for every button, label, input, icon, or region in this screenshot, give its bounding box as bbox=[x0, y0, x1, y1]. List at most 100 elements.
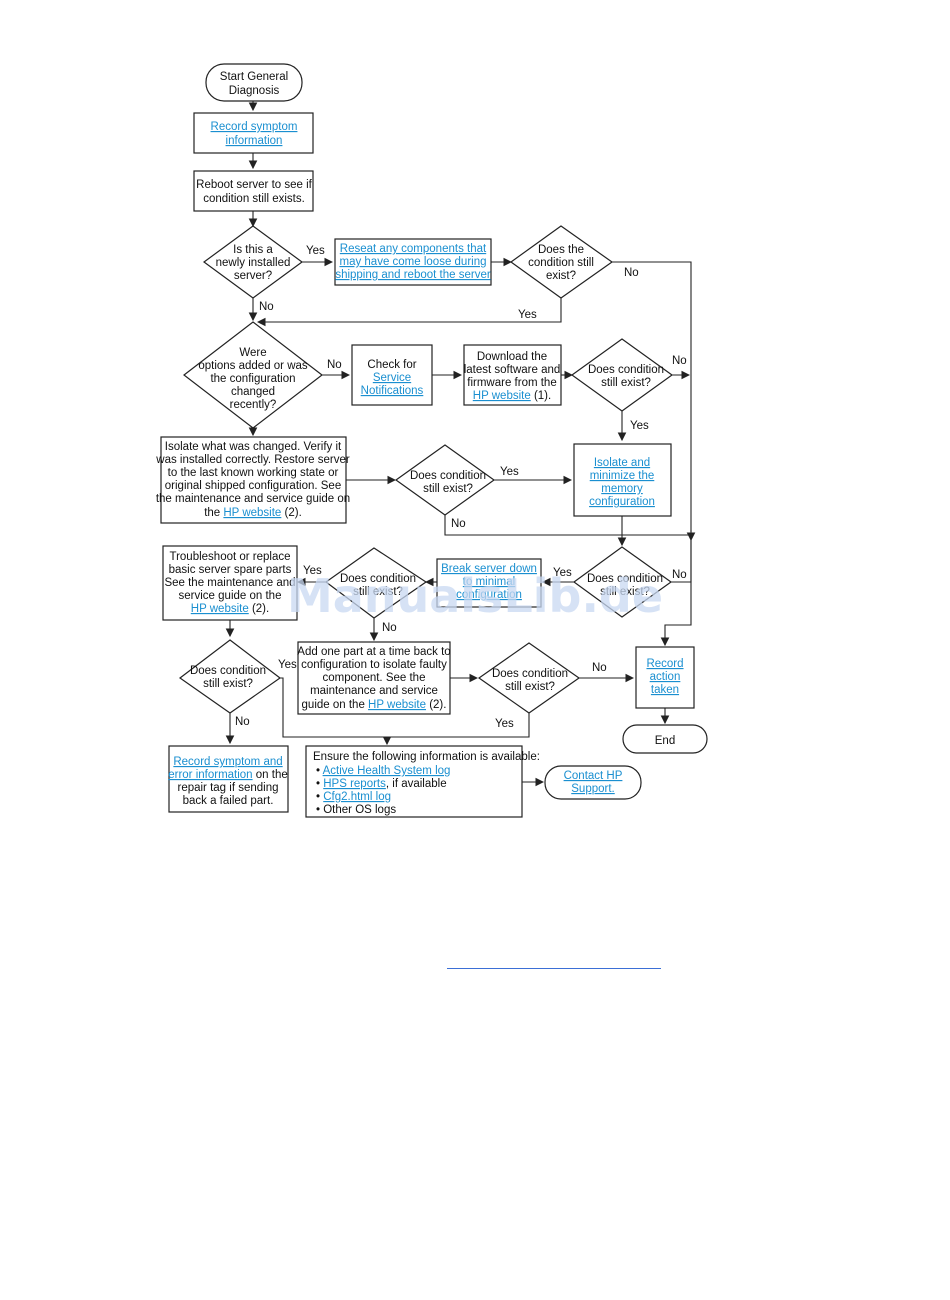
reboot-line-1: Reboot server to see if bbox=[196, 179, 313, 191]
label-yes: Yes bbox=[303, 565, 322, 577]
cfg2-log-link[interactable]: Cfg2.html log bbox=[323, 791, 391, 803]
add-part-line-1: Add one part at a time back to bbox=[297, 646, 450, 658]
hp-website-link-1[interactable]: HP website bbox=[473, 390, 531, 402]
start-line-2: Diagnosis bbox=[229, 85, 280, 97]
label-yes: Yes bbox=[495, 718, 514, 730]
ensure-info-heading: Ensure the following information is avai… bbox=[313, 751, 540, 763]
watermark: ManualsLib.de bbox=[287, 569, 663, 623]
record-error-link-2[interactable]: error information bbox=[168, 769, 252, 781]
download-line-4: HP website (1). bbox=[473, 390, 551, 402]
reboot-line-2: condition still exists. bbox=[203, 193, 305, 205]
isolate-changed-box: Isolate what was changed. Verify it was … bbox=[155, 436, 350, 524]
add-part-line-2: configuration to isolate faulty bbox=[301, 659, 447, 671]
newly-installed-line-2: newly installed bbox=[216, 257, 291, 269]
hp-website-link-3[interactable]: HP website bbox=[191, 603, 249, 615]
break-down-link-2: to minimal bbox=[463, 576, 515, 588]
cond4-line-1: Does condition bbox=[340, 573, 416, 585]
troubleshoot-line-5: HP website (2). bbox=[191, 603, 269, 615]
record-symptom-link-2: information bbox=[226, 135, 283, 147]
record-symptom-box[interactable]: Record symptom information bbox=[193, 112, 314, 154]
condition-decision-6: Does condition still exist? bbox=[178, 639, 282, 714]
label-yes: Yes bbox=[306, 245, 325, 257]
cond5-line-2: still exist? bbox=[600, 586, 650, 598]
cond1-line-2: condition still bbox=[528, 257, 594, 269]
contact-hp-terminal[interactable]: Contact HP Support. bbox=[544, 765, 642, 800]
record-error-link-1[interactable]: Record symptom and bbox=[173, 756, 282, 768]
record-symptom-link-1: Record symptom bbox=[211, 121, 298, 133]
add-part-line-4: maintenance and service bbox=[310, 685, 438, 697]
reseat-link-2: may have come loose during bbox=[339, 256, 486, 268]
options-line-3: the configuration bbox=[210, 373, 295, 385]
record-action-box[interactable]: Record action taken bbox=[635, 646, 695, 709]
cond3-line-2: still exist? bbox=[423, 483, 473, 495]
cond2-line-2: still exist? bbox=[601, 377, 651, 389]
newly-installed-line-1: Is this a bbox=[233, 244, 273, 256]
record-action-link-2: action bbox=[650, 671, 681, 683]
isolate-changed-line-1: Isolate what was changed. Verify it bbox=[165, 441, 342, 453]
isolate-memory-box[interactable]: Isolate and minimize the memory configur… bbox=[573, 443, 672, 517]
label-yes: Yes bbox=[518, 309, 537, 321]
cond7-line-1: Does condition bbox=[492, 668, 568, 680]
record-error-line-4: back a failed part. bbox=[183, 795, 274, 807]
label-no: No bbox=[592, 662, 607, 674]
condition-decision-4: Does condition still exist? bbox=[324, 547, 428, 619]
active-health-log-link[interactable]: Active Health System log bbox=[323, 765, 451, 777]
isolate-memory-link-2: minimize the bbox=[590, 470, 655, 482]
cond6-line-1: Does condition bbox=[190, 665, 266, 677]
label-no: No bbox=[235, 716, 250, 728]
footer-link-underline[interactable] bbox=[447, 968, 661, 969]
break-down-box[interactable]: Break server down to minimal configurati… bbox=[436, 558, 542, 608]
condition-decision-1: Does the condition still exist? bbox=[509, 225, 614, 299]
label-yes: Yes bbox=[630, 420, 649, 432]
cond4-line-2: still exist? bbox=[353, 586, 403, 598]
label-yes: Yes bbox=[500, 466, 519, 478]
break-down-link-3: configuration bbox=[456, 589, 522, 601]
label-no: No bbox=[624, 267, 639, 279]
ensure-item-2: • HPS reports, if available bbox=[316, 778, 447, 790]
condition-decision-5: Does condition still exist? bbox=[572, 546, 673, 618]
isolate-memory-link-1: Isolate and bbox=[594, 457, 650, 469]
cond2-line-1: Does condition bbox=[588, 364, 664, 376]
contact-hp-link-2: Support. bbox=[571, 783, 614, 795]
download-line-3: firmware from the bbox=[467, 377, 556, 389]
ensure-info-box: Ensure the following information is avai… bbox=[305, 745, 540, 818]
hp-website-link-4[interactable]: HP website bbox=[368, 699, 426, 711]
reseat-link-1: Reseat any components that bbox=[340, 243, 487, 255]
record-error-box: Record symptom and error information on … bbox=[168, 745, 289, 813]
branch-labels: Yes No No Yes No No Yes Yes No Yes No Ye… bbox=[235, 245, 687, 730]
ensure-item-4: • Other OS logs bbox=[316, 804, 396, 816]
troubleshoot-line-3: See the maintenance and bbox=[164, 577, 295, 589]
hp-website-link-2[interactable]: HP website bbox=[223, 507, 281, 519]
label-no: No bbox=[327, 359, 342, 371]
label-no: No bbox=[382, 622, 397, 634]
isolate-changed-line-4: original shipped configuration. See bbox=[165, 480, 341, 492]
record-error-line-2: error information on the bbox=[168, 769, 288, 781]
label-no: No bbox=[259, 301, 274, 313]
ensure-item-3: • Cfg2.html log bbox=[316, 791, 391, 803]
ensure-item-1: • Active Health System log bbox=[316, 765, 450, 777]
hps-reports-link[interactable]: HPS reports bbox=[323, 778, 386, 790]
isolate-memory-link-3: memory bbox=[601, 483, 643, 495]
isolate-memory-link-4: configuration bbox=[589, 496, 655, 508]
record-action-link-1: Record bbox=[646, 658, 683, 670]
cond1-line-3: exist? bbox=[546, 270, 576, 282]
cond1-line-1: Does the bbox=[538, 244, 584, 256]
record-error-line-3: repair tag if sending bbox=[177, 782, 278, 794]
start-line-1: Start General bbox=[220, 71, 288, 83]
cond3-line-1: Does condition bbox=[410, 470, 486, 482]
troubleshoot-line-1: Troubleshoot or replace bbox=[169, 551, 290, 563]
reseat-box[interactable]: Reseat any components that may have come… bbox=[334, 238, 492, 286]
isolate-changed-line-5: the maintenance and service guide on bbox=[156, 493, 350, 505]
check-service-box[interactable]: Check for Service Notifications bbox=[351, 344, 433, 406]
isolate-changed-line-6: the HP website (2). bbox=[204, 507, 302, 519]
troubleshoot-line-4: service guide on the bbox=[179, 590, 282, 602]
end-label: End bbox=[655, 735, 675, 747]
service-notifications-link-1: Service bbox=[373, 372, 411, 384]
isolate-changed-line-3: to the last known working state or bbox=[168, 467, 339, 479]
condition-decision-2: Does condition still exist? bbox=[570, 338, 674, 412]
break-down-link-1: Break server down bbox=[441, 563, 537, 575]
download-line-2: latest software and bbox=[464, 364, 561, 376]
label-yes: Yes bbox=[553, 567, 572, 579]
newly-installed-decision: Is this a newly installed server? bbox=[202, 225, 304, 299]
